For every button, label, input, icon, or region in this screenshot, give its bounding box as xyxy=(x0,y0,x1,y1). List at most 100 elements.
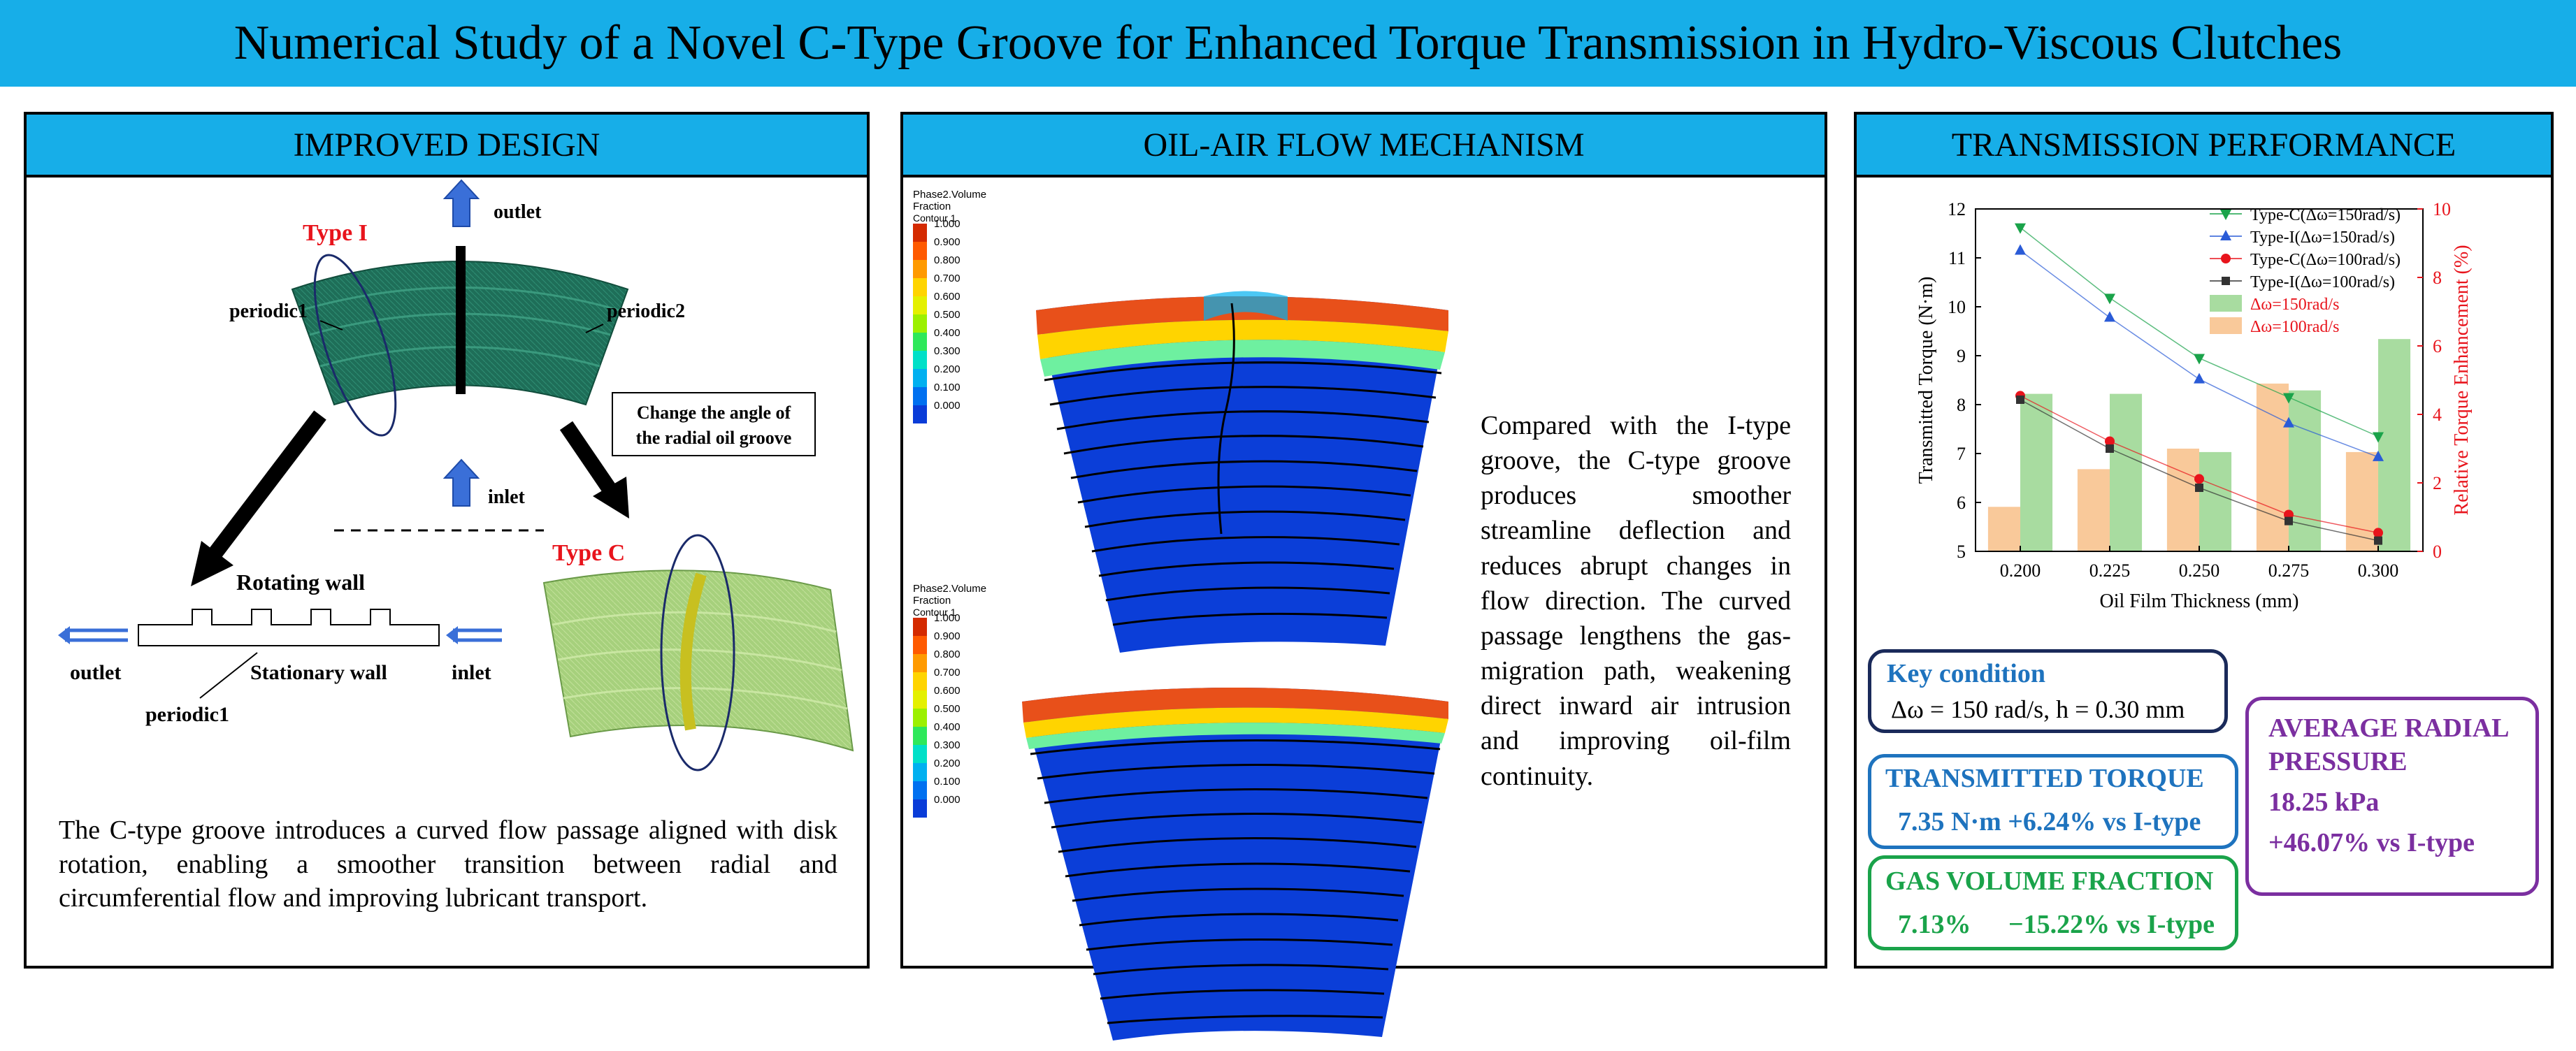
bar xyxy=(2378,339,2411,551)
design-description: The C-type groove introduces a curved fl… xyxy=(59,816,837,913)
type-c-label: Type C xyxy=(552,540,625,566)
y-right-tick-label: 6 xyxy=(2433,336,2442,356)
legend-label: Type-I(Δω=150rad/s) xyxy=(2250,229,2395,247)
key-condition-value: Δω = 150 rad/s, h = 0.30 mm xyxy=(1891,695,2185,723)
y-tick-label: 8 xyxy=(1957,395,1966,415)
data-point xyxy=(2015,244,2026,255)
data-point xyxy=(2283,393,2294,404)
legend-tick-label: 0.500 xyxy=(934,703,960,715)
panel-oil-air-flow: OIL-AIR FLOW MECHANISM Phase2.Volume Fra… xyxy=(900,112,1827,1041)
inlet-mid-label: inlet xyxy=(488,486,526,508)
bar xyxy=(2256,383,2289,551)
bar xyxy=(2020,393,2053,551)
y-tick-label: 7 xyxy=(1957,444,1966,464)
y-tick-label: 12 xyxy=(1948,199,1966,219)
type-c-sector xyxy=(542,534,854,771)
y-axis-label: Transmitted Torque (N·m) xyxy=(1915,277,1937,484)
legend-tick-label: 0.100 xyxy=(934,776,960,788)
pressure-title-line2: PRESSURE xyxy=(2268,747,2408,776)
legend-subtitle-1: Contour 1 xyxy=(913,212,956,224)
y-right-tick-label: 2 xyxy=(2433,473,2442,493)
y-right-tick-label: 10 xyxy=(2433,199,2451,219)
legend-label: Type-C(Δω=100rad/s) xyxy=(2250,251,2401,269)
type-i-sector xyxy=(291,246,629,437)
key-condition-box: Key condition Δω = 150 rad/s, h = 0.30 m… xyxy=(1868,649,2228,733)
data-point xyxy=(2195,484,2203,492)
torque-value: 7.35 N·m +6.24% vs I-type xyxy=(1898,807,2201,836)
periodic1-label: periodic1 xyxy=(229,300,308,322)
legend-tick-label: 0.200 xyxy=(934,758,960,769)
streamlines-1 xyxy=(1044,303,1442,626)
y-right-tick-label: 0 xyxy=(2433,542,2442,562)
legend-swatch xyxy=(913,405,927,423)
bar xyxy=(2199,451,2232,551)
legend-label: Δω=150rad/s xyxy=(2250,296,2339,314)
data-point xyxy=(2194,354,2205,365)
inlet-arrow-icon xyxy=(442,458,480,507)
gas-volume-fraction-box: GAS VOLUME FRACTION 7.13% −15.22% vs I-t… xyxy=(1868,855,2238,950)
legend-tick-label: 0.400 xyxy=(934,327,960,339)
outlet-left-label: outlet xyxy=(70,661,121,684)
stationary-wall-label: Stationary wall xyxy=(250,661,387,684)
legend-tick-label: 0.000 xyxy=(934,400,960,412)
y-tick-label: 9 xyxy=(1957,346,1966,366)
legend-tick-label: 0.900 xyxy=(934,630,960,642)
legend-swatch xyxy=(913,314,927,333)
change-note-line1: Change the angle of xyxy=(637,403,791,423)
data-point xyxy=(2105,436,2115,447)
data-point xyxy=(2283,416,2294,428)
legend-tick-label: 0.300 xyxy=(934,739,960,751)
legend-tick-label: 0.500 xyxy=(934,309,960,321)
bar xyxy=(1987,507,2020,551)
type-i-label: Type I xyxy=(303,220,368,246)
periodic1-bottom-label: periodic1 xyxy=(145,703,229,726)
data-point xyxy=(2104,311,2115,322)
torque-title: TRANSMITTED TORQUE xyxy=(1885,764,2204,793)
legend-swatch xyxy=(913,242,927,260)
legend-swatch xyxy=(913,618,927,636)
legend-tick-label: 0.000 xyxy=(934,794,960,806)
data-point xyxy=(2222,277,2230,285)
legend-label: Type-C(Δω=150rad/s) xyxy=(2250,206,2401,224)
legend-swatch xyxy=(2210,295,2242,312)
x-axis-label: Oil Film Thickness (mm) xyxy=(2100,590,2299,612)
rotating-wall-label: Rotating wall xyxy=(236,570,365,595)
change-note-box xyxy=(612,392,816,456)
legend-title-2: Phase2.Volume Fraction xyxy=(913,583,987,607)
legend-swatch xyxy=(913,799,927,818)
legend-swatch xyxy=(913,781,927,799)
legend-swatch xyxy=(913,260,927,278)
inlet-right-arrow-icon xyxy=(446,626,502,644)
pressure-title-line1: AVERAGE RADIAL xyxy=(2268,713,2510,743)
legend-swatch xyxy=(2210,317,2242,334)
gas-title: GAS VOLUME FRACTION xyxy=(1885,867,2214,896)
x-tick-label: 0.200 xyxy=(2000,560,2041,581)
legend-tick-label: 0.400 xyxy=(934,721,960,733)
legend-tick-label: 1.000 xyxy=(934,612,960,624)
legend-swatch xyxy=(913,709,927,727)
legend-swatch xyxy=(913,333,927,351)
gas-value: 7.13% xyxy=(1898,910,1971,939)
title-banner: Numerical Study of a Novel C-Type Groove… xyxy=(0,0,2576,87)
legend-swatch xyxy=(913,654,927,672)
y-right-tick-label: 4 xyxy=(2433,405,2442,425)
legend-tick-label: 0.800 xyxy=(934,648,960,660)
design-diagram: Type I outlet periodic1 periodic2 inlet … xyxy=(58,179,854,771)
legend-title-1: Phase2.Volume Fraction xyxy=(913,189,987,212)
transmitted-torque-box: TRANSMITTED TORQUE 7.35 N·m +6.24% vs I-… xyxy=(1868,754,2238,849)
x-tick-label: 0.250 xyxy=(2179,560,2220,581)
x-tick-label: 0.300 xyxy=(2358,560,2399,581)
legend-swatch xyxy=(913,278,927,296)
panel-improved-design: IMPROVED DESIGN Type I xyxy=(24,112,870,969)
data-point xyxy=(2194,372,2205,384)
legend-tick-label: 0.600 xyxy=(934,685,960,697)
legend-label: Type-I(Δω=100rad/s) xyxy=(2250,273,2395,291)
data-point xyxy=(2284,516,2293,526)
bar xyxy=(2345,451,2378,551)
y-tick-label: 10 xyxy=(1948,297,1966,317)
